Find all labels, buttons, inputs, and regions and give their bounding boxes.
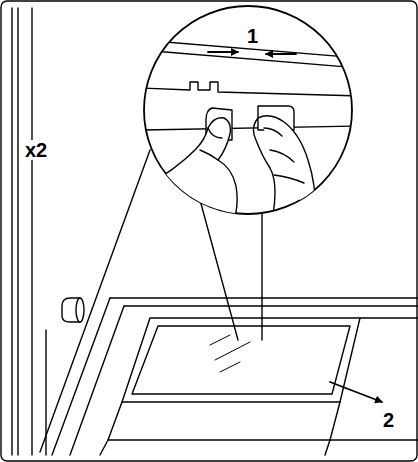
step-number: 1: [246, 26, 259, 46]
glass-shelf: [52, 298, 418, 455]
step-number: 2: [382, 410, 395, 430]
quantity-label: x2: [24, 140, 48, 160]
detail-view: [140, 40, 360, 230]
pull-arrow: [330, 382, 382, 402]
cabinet-wall: [12, 8, 46, 455]
